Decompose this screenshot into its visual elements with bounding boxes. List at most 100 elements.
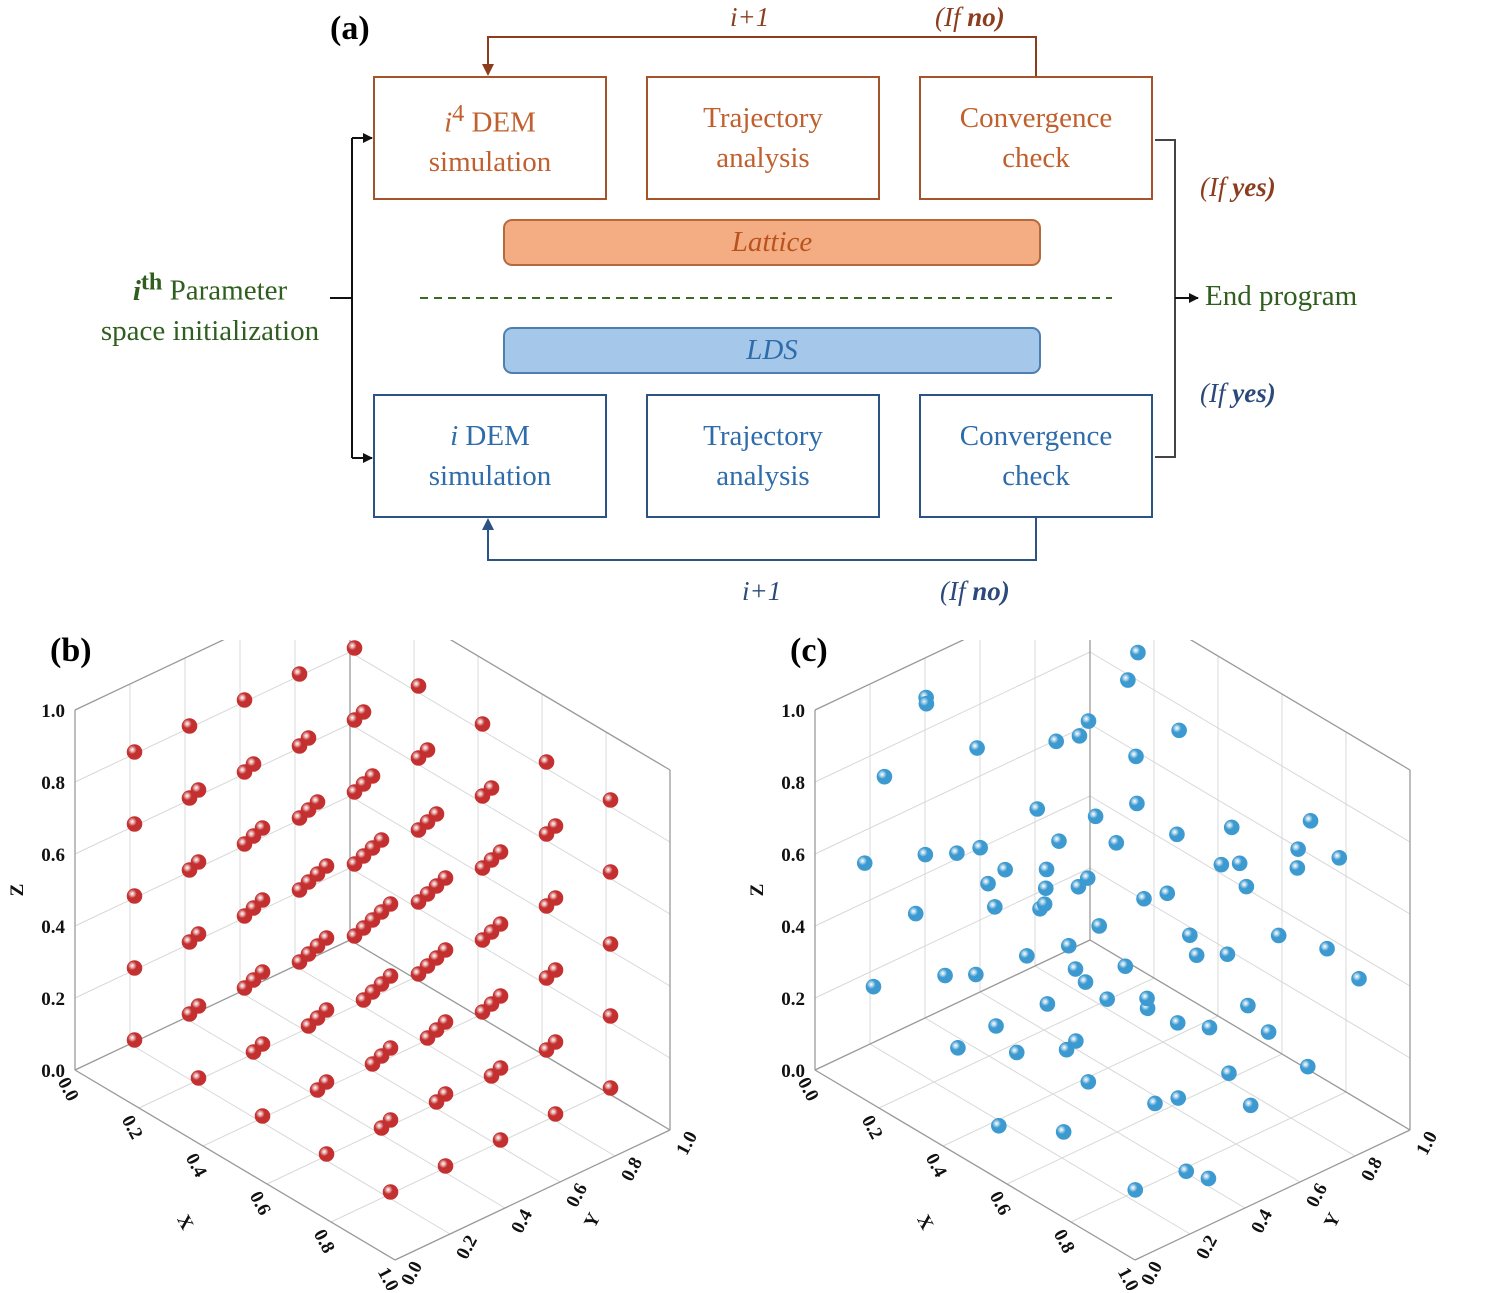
data-point <box>1136 890 1152 907</box>
data-point <box>1171 722 1187 739</box>
x-tick-label: 0.6 <box>985 1188 1015 1219</box>
end-connector <box>1155 139 1176 458</box>
lds-loop-label: i+1 <box>742 576 782 606</box>
z-tick-label: 0.2 <box>41 989 65 1010</box>
data-point <box>987 899 1003 915</box>
z-axis-title: Z <box>747 884 768 897</box>
x-axis-title: X <box>172 1211 197 1233</box>
lattice-trajectory-box: Trajectory analysis <box>646 76 880 200</box>
z-tick-label: 0.0 <box>41 1061 65 1082</box>
data-point <box>437 1158 454 1174</box>
data-point <box>1087 808 1104 825</box>
grid-line <box>349 939 671 1131</box>
data-point <box>1077 974 1094 990</box>
data-point <box>1178 1163 1195 1180</box>
data-point <box>1231 855 1248 872</box>
panel-b-label: (b) <box>50 632 92 669</box>
data-point <box>1299 1058 1316 1075</box>
data-point <box>474 716 491 732</box>
data-point <box>190 1070 207 1086</box>
data-point <box>428 806 445 822</box>
z-tick-label: 0.2 <box>781 989 805 1010</box>
lds-loop-arrow <box>482 518 1037 561</box>
lattice-dem-simulation-box: i4 DEM simulation <box>373 76 607 200</box>
data-point <box>1048 733 1065 750</box>
data-point <box>492 1132 509 1148</box>
data-point <box>1147 1095 1163 1112</box>
grid-line <box>942 1015 1219 1147</box>
grid-line <box>869 1043 1191 1235</box>
grid-line <box>74 1069 396 1261</box>
data-point <box>1120 672 1136 688</box>
y-axis-title: Y <box>1320 1209 1345 1231</box>
grid-line <box>1134 1129 1411 1261</box>
grid-line <box>349 867 671 1059</box>
data-point <box>1170 1090 1187 1106</box>
data-point <box>382 1184 399 1200</box>
data-point <box>1182 927 1198 944</box>
data-point <box>236 692 253 708</box>
data-point <box>1169 826 1185 843</box>
data-point <box>918 695 935 712</box>
data-point <box>1219 946 1236 963</box>
data-point <box>602 1008 619 1024</box>
data-point <box>181 718 198 734</box>
y-tick-label: 0.6 <box>562 1180 592 1211</box>
data-point <box>1055 1124 1072 1140</box>
data-point <box>1060 937 1077 954</box>
lattice-bar: Lattice <box>503 219 1041 266</box>
data-point <box>1099 991 1115 1007</box>
data-point <box>1213 856 1230 873</box>
grid-line <box>74 651 351 783</box>
y-tick-label: 0.8 <box>1357 1154 1387 1185</box>
grid-line <box>814 1069 1136 1261</box>
data-point <box>1242 1097 1259 1114</box>
lds-if-no: (If no) <box>940 576 1010 606</box>
data-point <box>1139 990 1155 1007</box>
data-point <box>1091 918 1108 934</box>
grid-line <box>1034 965 1356 1157</box>
lattice-if-yes: (If yes) <box>1200 172 1276 202</box>
z-axis-title: Z <box>7 884 28 897</box>
data-point <box>492 988 509 1004</box>
data-point <box>1223 819 1240 836</box>
data-point <box>1129 795 1145 812</box>
y-tick-label: 0.6 <box>1302 1180 1332 1211</box>
data-point <box>547 1034 564 1050</box>
data-point <box>1067 961 1084 977</box>
data-point <box>190 854 207 870</box>
data-point <box>602 936 619 952</box>
data-point <box>1071 728 1088 744</box>
grid-line <box>1070 1091 1347 1223</box>
grid-line <box>239 991 561 1183</box>
y-tick-label: 0.4 <box>507 1206 537 1237</box>
data-point <box>972 839 988 856</box>
lds-dem-simulation-box: i DEM simulation <box>373 394 607 518</box>
grid-line <box>74 640 225 711</box>
data-point <box>254 1036 271 1052</box>
data-point <box>1201 1019 1218 1036</box>
lattice-if-no: (If no) <box>935 2 1005 32</box>
data-point <box>291 666 308 682</box>
data-point <box>917 846 934 863</box>
x-axis-title: X <box>912 1211 937 1233</box>
data-point <box>1200 1170 1217 1187</box>
data-point <box>492 916 509 932</box>
data-point <box>364 768 381 784</box>
z-tick-label: 0.8 <box>41 773 65 794</box>
data-point <box>1290 841 1306 857</box>
x-tick-label: 0.6 <box>245 1188 275 1219</box>
data-point <box>382 1112 399 1128</box>
x-tick-label: 0.4 <box>921 1150 951 1181</box>
data-point <box>126 888 143 904</box>
data-point <box>309 794 326 810</box>
data-point <box>1039 996 1056 1012</box>
z-tick-label: 1.0 <box>781 701 805 722</box>
data-point <box>1302 813 1319 829</box>
grid-line <box>394 1129 671 1261</box>
data-point <box>1159 885 1176 902</box>
init-connector <box>330 138 353 458</box>
y-tick-label: 0.2 <box>452 1232 482 1263</box>
data-point <box>318 858 335 874</box>
data-point <box>865 978 882 995</box>
